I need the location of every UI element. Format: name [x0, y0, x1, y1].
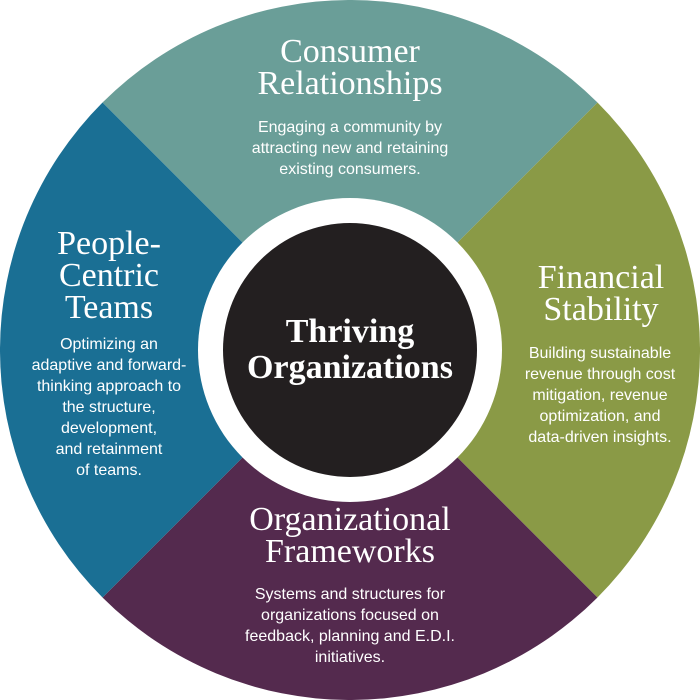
people-centric-teams-description: Optimizing an adaptive and forward- thin…	[31, 336, 187, 479]
people-centric-teams-title: People- Centric Teams	[57, 225, 161, 326]
segment-people-centric-teams	[0, 102, 350, 598]
segment-consumer-relationships	[102, 0, 598, 350]
segment-financial-stability	[350, 102, 700, 598]
organizational-frameworks-description: Systems and structures for organizations…	[245, 586, 455, 666]
financial-stability-description: Building sustainable revenue through cos…	[524, 345, 676, 446]
center-title: Thriving Organizations	[247, 313, 453, 386]
consumer-relationships-title: Consumer Relationships	[257, 33, 443, 102]
organizational-frameworks-title: Organizational Frameworks	[249, 501, 451, 570]
financial-stability-title: Financial Stability	[537, 259, 665, 328]
segment-organizational-frameworks	[102, 350, 598, 700]
center-hub	[223, 223, 477, 477]
consumer-relationships-description: Engaging a community by attracting new a…	[251, 119, 449, 178]
